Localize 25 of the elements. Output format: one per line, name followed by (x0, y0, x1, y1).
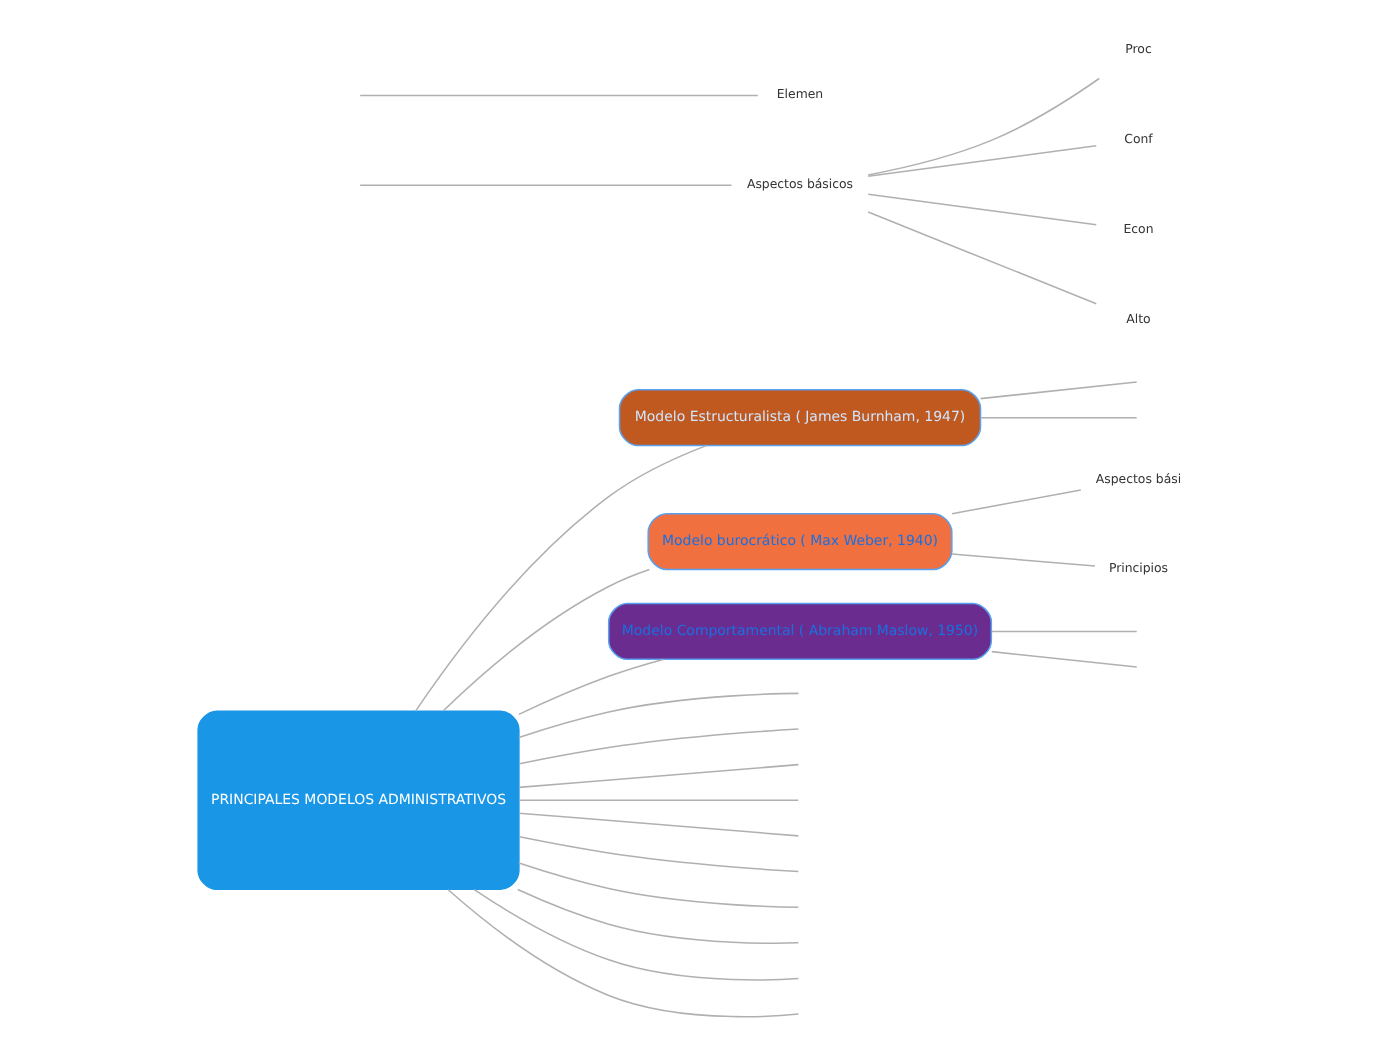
connector (518, 658, 664, 716)
connector (359, 94, 759, 97)
connector (359, 184, 733, 187)
connector (442, 568, 651, 712)
connector (518, 862, 800, 908)
connector (979, 381, 1138, 400)
connector (979, 416, 1138, 419)
connector (517, 888, 800, 944)
connector (518, 812, 800, 837)
connector (951, 553, 1096, 567)
connector (518, 836, 800, 873)
connector (951, 489, 1082, 515)
connector (518, 799, 800, 802)
connector (518, 728, 800, 765)
connector (414, 444, 708, 712)
connector (867, 193, 1097, 226)
connector (867, 77, 1100, 176)
connector (991, 650, 1138, 668)
connector (867, 211, 1097, 305)
connector (991, 630, 1138, 633)
connector (447, 889, 800, 1018)
connector (867, 145, 1097, 178)
connector (518, 763, 800, 789)
connector (518, 692, 800, 739)
connector (473, 888, 800, 981)
